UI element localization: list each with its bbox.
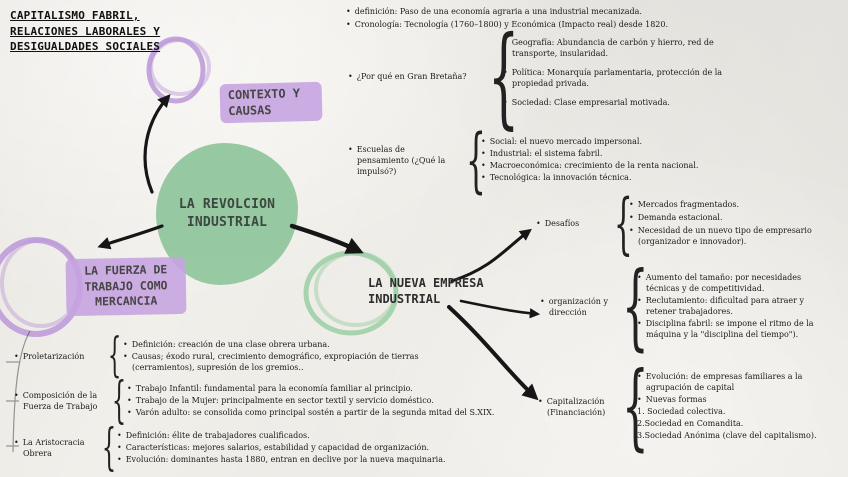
detail-item: Evolución: de empresas familiares a la a… [637,371,825,393]
group-organizacion: organización y dirección Aumento del tam… [540,270,825,343]
group-label: Escuelas de pensamiento (¿Qué la impulsó… [348,144,457,177]
detail-item: 2.Sociedad en Comandita. [637,419,744,429]
group-desafios: Desafíos Mercados fragmentados. Demanda … [536,198,829,249]
brace [622,370,628,443]
detail-item: Tecnológica: la innovación técnica. [481,172,731,183]
fuerza-label: LA FUERZA DE TRABAJO COMO MERCANCIA [84,262,168,309]
detail-item: Trabajo de la Mujer: principalmente en s… [127,395,527,406]
center-label: LA REVOLCION INDUSTRIAL [178,197,276,230]
arrow-center-to-fuerza [97,224,164,250]
detail-item: Definición: creación de una clase obrera… [123,339,451,350]
detail-item: Características: mejores salarios, estab… [117,442,517,453]
group-escuelas: Escuelas de pensamiento (¿Qué la impulsó… [348,133,731,188]
page-title: CAPITALISMO FABRIL, RELACIONES LABORALES… [10,9,161,54]
detail-item: 1. Sociedad colectiva. [637,407,726,417]
detail-item: Social: el nuevo mercado impersonal. [481,136,731,147]
detail-item: Necesidad de un nuevo tipo de empresario… [629,225,829,247]
group-composicion: Composición de la Fuerza de Trabajo Trab… [14,381,527,420]
empresa-label: LA NUEVA EMPRESA INDUSTRIAL [368,276,484,307]
detail-item: Reclutamiento: dificultad para atraer y … [637,295,825,317]
detail-item: Causas; éxodo rural, crecimiento demográ… [123,351,451,373]
detail-item: Disciplina fabril: se impone el ritmo de… [637,318,825,340]
group-label: Desafíos [536,218,605,229]
detail-item: Política: Monarquía parlamentaria, prote… [503,67,741,89]
detail-item: Macroeconómica: crecimiento de la renta … [481,160,731,171]
brace [102,428,108,467]
empresa-node: LA NUEVA EMPRESA INDUSTRIAL [368,275,503,307]
detail-item: Geografía: Abundancia de carbón y hierro… [503,37,741,59]
group-label: Proletarización [14,351,99,362]
detail-item: Aumento del tamaño: por necesidades técn… [637,272,825,294]
group-label: organización y dirección [540,296,613,318]
group-aristocracia: La Aristocracia Obrera Definición: élite… [14,428,517,467]
group-label: La Aristocracia Obrera [14,437,93,459]
contexto-label: CONTEXTO Y CAUSAS [227,86,301,118]
group-label: ¿Por qué en Gran Bretaña? [348,71,479,82]
detail-item: Trabajo Infantil: fundamental para la ec… [127,383,527,394]
detail-item: Sociedad: Clase empresarial motivada. [503,97,741,108]
arrow-empresa-to-desafios [450,228,532,283]
group-proletarizacion: Proletarización Definición: creación de … [14,338,451,375]
brace [112,381,118,420]
group-gran-bretana: ¿Por qué en Gran Bretaña? Geografía: Abu… [348,34,741,120]
arrow-center-to-empresa [289,223,364,254]
brace [622,270,628,343]
group-contexto-intro: definición: Paso de una economía agraria… [346,6,776,32]
detail-item: Mercados fragmentados. [629,199,829,210]
brace [614,198,620,249]
detail-item: Definición: élite de trabajadores cualif… [117,430,517,441]
group-label: Composición de la Fuerza de Trabajo [14,390,103,412]
brace [108,338,114,375]
fuerza-node: LA FUERZA DE TRABAJO COMO MERCANCIA [65,256,187,316]
group-label: Capitalización (Financiación) [538,396,613,418]
brace [488,34,494,120]
detail-item: Varón adulto: se consolida como principa… [127,407,527,418]
detail-item: Nuevas formas [637,394,825,405]
detail-item: Demanda estacional. [629,212,829,223]
contexto-node: CONTEXTO Y CAUSAS [219,81,323,124]
group-capitalizacion: Capitalización (Financiación) Evolución:… [538,370,825,443]
detail-item: definición: Paso de una economía agraria… [346,6,776,17]
detail-item: Evolución: dominantes hasta 1880, entran… [117,454,517,465]
detail-item: 3.Sociedad Anónima (clave del capitalism… [637,431,817,441]
detail-item: Industrial: el sistema fabril. [481,148,731,159]
brace [466,133,472,188]
detail-item: Cronología: Tecnología (1760–1800) y Eco… [346,19,776,30]
